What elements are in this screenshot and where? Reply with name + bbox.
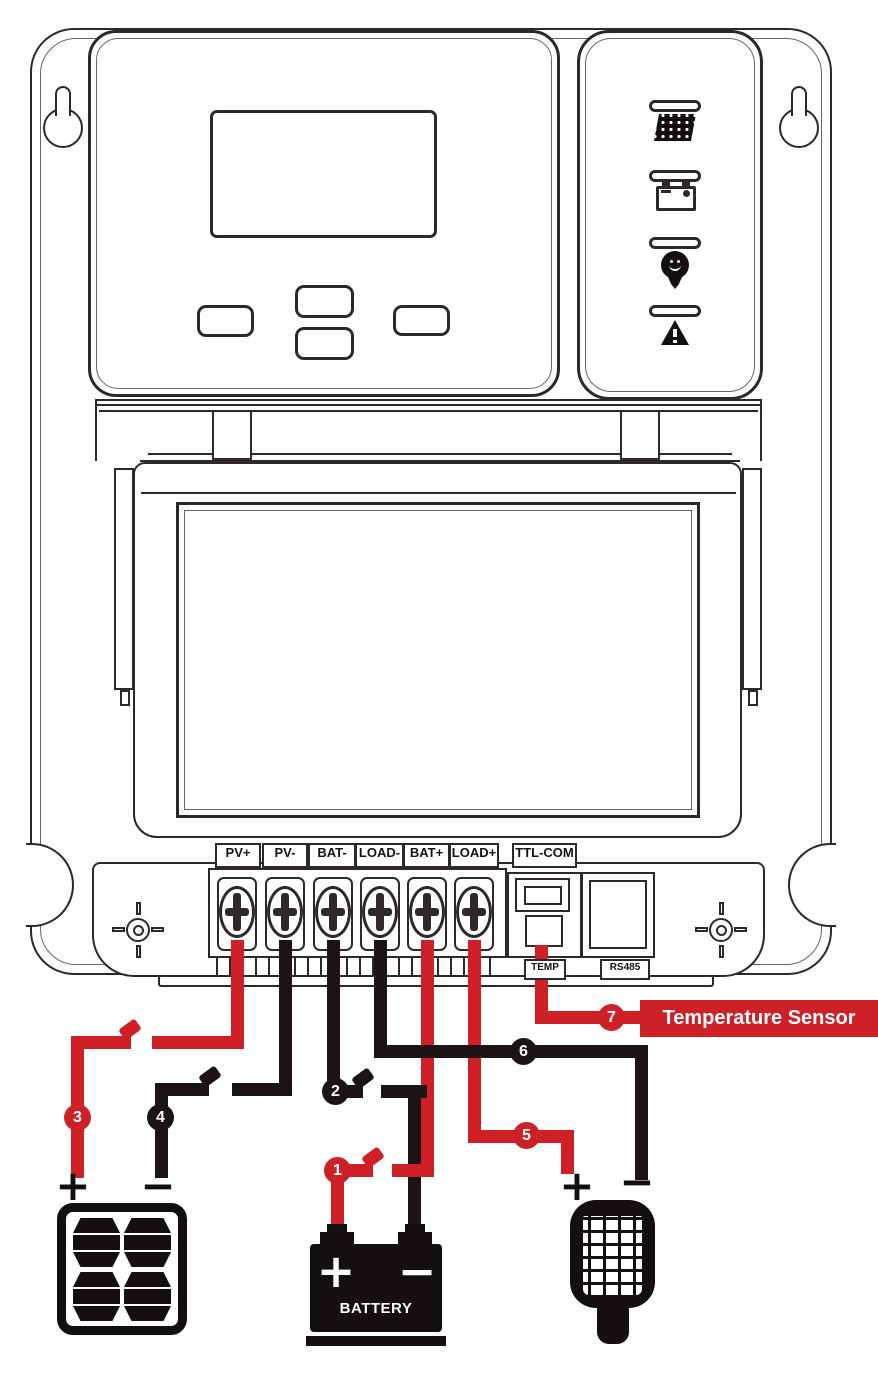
lcd-screen xyxy=(210,110,437,238)
ttl-com-port-inner xyxy=(524,886,562,905)
battery-base xyxy=(306,1336,446,1346)
mounting-keyhole-right-slot xyxy=(791,86,807,116)
battery-label: BATTERY xyxy=(339,1300,413,1317)
mounting-keyhole-left-slot xyxy=(55,86,71,116)
wire-pv-plus-seg xyxy=(152,1036,244,1049)
wire-bat-minus-drop xyxy=(408,1085,421,1232)
cover-latch-right-foot xyxy=(748,690,758,706)
terminal-screw-4 xyxy=(362,886,398,938)
wire-marker-4: 4 xyxy=(147,1104,174,1131)
solar-plus-sign: + xyxy=(55,1161,91,1210)
mounting-screw-target-right xyxy=(695,900,747,960)
wire-load-plus-vertical xyxy=(468,940,481,1143)
temperature-sensor-label: Temperature Sensor xyxy=(640,1000,878,1037)
hinge-line-1 xyxy=(95,399,762,401)
wire-load-minus-vertical xyxy=(374,940,387,1058)
cover-latch-left xyxy=(114,468,134,690)
load-lamp-grid xyxy=(583,1213,642,1295)
indicator-panel-inner-line xyxy=(585,38,755,392)
ttl-com-port-outer xyxy=(515,878,570,912)
terminal-label-load-plus: LOAD+ xyxy=(449,843,499,868)
wire-bat-plus-vertical xyxy=(421,940,434,1177)
wire-marker-5: 5 xyxy=(513,1122,540,1149)
display-panel xyxy=(88,30,560,397)
terminal-label-ttl-com: TTL-COM xyxy=(512,843,577,868)
terminal-comb xyxy=(216,958,499,976)
down-button xyxy=(295,327,354,360)
battery-terminal-negative xyxy=(405,1224,425,1234)
temp-port xyxy=(525,915,563,947)
load-led-indicator xyxy=(649,237,701,249)
pv-led-indicator xyxy=(649,100,701,112)
terminal-screw-2 xyxy=(267,886,303,938)
hinge-line-3 xyxy=(99,410,758,412)
wire-marker-6: 6 xyxy=(510,1038,537,1065)
battery-led-indicator xyxy=(649,170,701,182)
rs485-port xyxy=(589,880,647,949)
battery-body xyxy=(310,1244,442,1332)
fault-led-indicator xyxy=(649,305,701,317)
wire-load-plus-drop xyxy=(561,1130,574,1174)
terminal-label-bat-plus: BAT+ xyxy=(403,843,450,868)
battery: + − BATTERY xyxy=(306,1224,446,1346)
up-button xyxy=(295,285,354,318)
rs485-port-group xyxy=(581,872,655,958)
wire-marker-1: 1 xyxy=(324,1157,351,1184)
left-button xyxy=(197,305,254,337)
cover-top-line-2 xyxy=(140,460,740,462)
mounting-screw-target-left xyxy=(112,900,164,960)
wire-pv-plus-vertical xyxy=(231,940,244,1049)
rs485-port-label: RS485 xyxy=(600,959,650,980)
wire-temp-horizontal xyxy=(535,1011,642,1024)
wire-pv-minus-vertical xyxy=(279,940,292,1096)
pv-array-icon xyxy=(654,114,696,141)
wire-pv-minus-seg xyxy=(232,1083,292,1096)
hinge-edge-left xyxy=(95,399,97,461)
cover-latch-right xyxy=(742,468,762,690)
terminal-label-bat-: BAT- xyxy=(308,843,356,868)
terminal-label-pv-plus: PV+ xyxy=(215,843,261,868)
wire-marker-7: 7 xyxy=(598,1004,625,1031)
solar-panel xyxy=(57,1203,187,1335)
battery-minus-sign: − xyxy=(397,1244,437,1298)
terminal-screw-6 xyxy=(456,886,492,938)
solar-minus-sign: − xyxy=(140,1161,176,1210)
bottom-edge-bar xyxy=(158,975,714,987)
wiring-cover xyxy=(133,462,742,838)
load-lamp xyxy=(570,1200,655,1344)
terminal-label-pv-: PV- xyxy=(262,843,308,868)
load-bulb-icon xyxy=(661,251,689,289)
hinge-line-2 xyxy=(97,404,760,406)
wire-bat-minus-vertical xyxy=(327,940,340,1098)
cover-latch-left-foot xyxy=(120,690,130,706)
wire-pv-minus-seg2 xyxy=(155,1083,209,1096)
wire-load-minus-drop xyxy=(635,1045,648,1180)
wire-pv-plus-seg2 xyxy=(71,1036,131,1049)
wire-bat-plus-seg xyxy=(392,1164,434,1177)
cover-window xyxy=(176,502,700,818)
cover-ridge-line xyxy=(141,492,736,494)
wire-marker-3: 3 xyxy=(64,1104,91,1131)
display-panel-inner-line xyxy=(96,38,552,389)
hinge-edge-right xyxy=(760,399,762,461)
cover-window-inner-line xyxy=(184,510,692,810)
right-button xyxy=(393,305,450,336)
terminal-screw-3 xyxy=(315,886,351,938)
wire-marker-2: 2 xyxy=(322,1078,349,1105)
battery-plus-sign: + xyxy=(316,1244,356,1298)
load-lamp-stem xyxy=(597,1306,629,1344)
terminal-label-load-: LOAD- xyxy=(355,843,404,868)
terminal-screw-5 xyxy=(409,886,445,938)
terminal-screw-1 xyxy=(219,886,255,938)
load-plus-sign: + xyxy=(559,1161,595,1210)
load-minus-sign: − xyxy=(619,1157,655,1206)
cover-clip-right xyxy=(620,410,660,460)
battery-terminal-positive xyxy=(327,1224,347,1234)
battery-status-icon xyxy=(656,181,696,211)
cover-top-line-1 xyxy=(148,453,732,455)
temp-port-label: TEMP xyxy=(524,959,566,980)
cover-clip-left xyxy=(212,410,252,460)
